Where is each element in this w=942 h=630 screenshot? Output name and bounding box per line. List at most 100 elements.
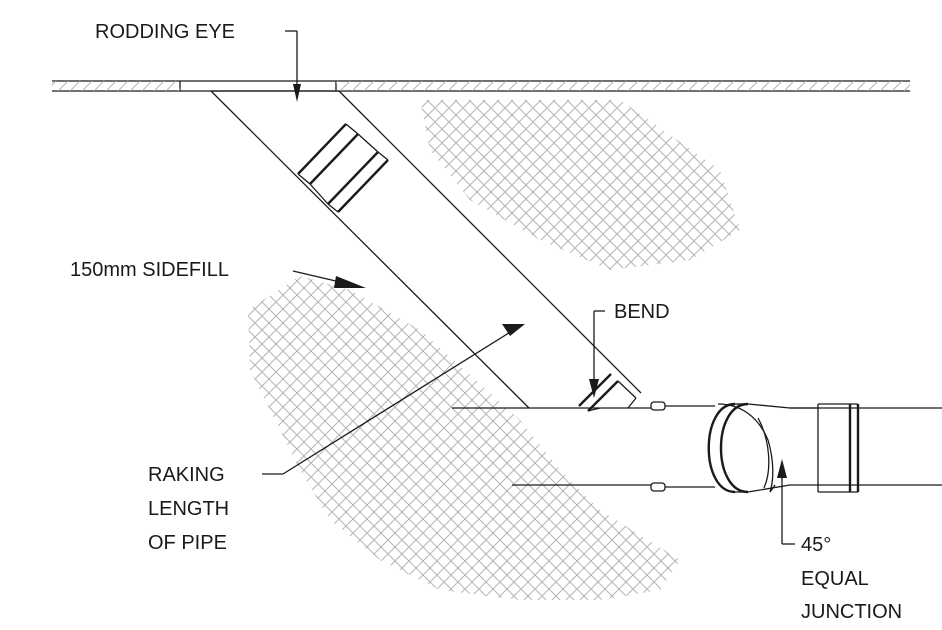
hatch-line bbox=[439, 276, 680, 600]
hatch-line bbox=[898, 95, 942, 275]
hatch-line bbox=[701, 100, 740, 270]
hatch-line bbox=[142, 95, 322, 275]
hatch-line bbox=[663, 81, 675, 91]
hatch-line bbox=[248, 276, 491, 600]
hatch-line bbox=[814, 95, 942, 275]
hatch-line bbox=[699, 81, 711, 91]
hatch-line bbox=[86, 95, 266, 275]
hatch-line bbox=[867, 81, 879, 91]
hatch-line bbox=[248, 276, 295, 600]
hatch-line bbox=[129, 81, 141, 91]
hatch-line bbox=[285, 276, 617, 600]
hatch-line bbox=[280, 81, 290, 91]
hatch-line bbox=[220, 81, 230, 91]
hatch-line bbox=[420, 100, 491, 270]
hatch-line bbox=[846, 270, 942, 600]
junction-leader bbox=[777, 459, 795, 545]
hatch-line bbox=[715, 100, 740, 270]
hatch-line bbox=[818, 270, 942, 600]
hatch-line bbox=[860, 270, 942, 600]
hatch-line bbox=[772, 95, 942, 275]
hatch-line bbox=[659, 100, 740, 270]
hatch-line bbox=[105, 81, 117, 91]
hatch-line bbox=[399, 81, 411, 91]
hatch-line bbox=[420, 100, 449, 270]
hatch-line bbox=[856, 95, 942, 275]
hatch-line bbox=[0, 95, 70, 275]
hatch-line bbox=[420, 100, 435, 270]
hatch-line bbox=[313, 276, 645, 600]
hatch-line bbox=[0, 95, 70, 275]
hatch-line bbox=[551, 276, 680, 600]
junction-spigot-clip bbox=[650, 401, 715, 492]
hatch-line bbox=[0, 95, 112, 275]
hatch-line bbox=[0, 95, 126, 275]
hatch-line bbox=[184, 95, 364, 275]
hatch-line bbox=[0, 95, 84, 275]
hatch-line bbox=[735, 81, 747, 91]
hatch-line bbox=[153, 81, 165, 91]
hatch-line bbox=[355, 276, 680, 600]
hatch-line bbox=[4, 81, 14, 91]
hatch-line bbox=[100, 95, 280, 275]
hatch-line bbox=[327, 276, 659, 600]
hatch-line bbox=[124, 81, 134, 91]
hatch-line bbox=[0, 270, 14, 600]
main-drain-pipe bbox=[452, 407, 942, 486]
hatch-line bbox=[316, 81, 326, 91]
hatch-line bbox=[842, 95, 942, 275]
hatch-line bbox=[52, 81, 57, 86]
hatch-line bbox=[831, 81, 843, 91]
hatch-line bbox=[0, 270, 140, 600]
hatch-line bbox=[435, 81, 447, 91]
hatch-line bbox=[420, 100, 477, 270]
hatch-line bbox=[177, 88, 180, 91]
hatch-line bbox=[57, 81, 69, 91]
junction-right-collar bbox=[790, 403, 860, 493]
hatch-line bbox=[100, 95, 280, 275]
bend-leader bbox=[589, 310, 605, 398]
hatch-line bbox=[34, 81, 44, 91]
hatch-line bbox=[537, 276, 680, 600]
hatch-line bbox=[0, 270, 28, 600]
hatch-line bbox=[16, 95, 196, 275]
hatch-line bbox=[248, 276, 351, 600]
hatch-line bbox=[30, 95, 210, 275]
hatch-line bbox=[533, 100, 715, 270]
hatch-line bbox=[744, 95, 924, 275]
hatch-line bbox=[519, 81, 531, 91]
raking-label-line1: RAKING bbox=[148, 464, 225, 486]
hatch-line bbox=[860, 270, 942, 600]
hatch-line bbox=[0, 270, 42, 600]
hatch-line bbox=[748, 270, 942, 600]
hatch-line bbox=[64, 81, 74, 91]
hatch-line bbox=[22, 81, 32, 91]
hatch-line bbox=[729, 100, 740, 270]
sidefill-hatch-right bbox=[0, 95, 942, 275]
hatch-line bbox=[555, 81, 567, 91]
hatch-line bbox=[447, 81, 459, 91]
hatch-line bbox=[304, 81, 314, 91]
hatch-line bbox=[208, 81, 218, 91]
hatch-line bbox=[627, 81, 639, 91]
raking-label-line2: LENGTH bbox=[148, 498, 229, 520]
hatch-line bbox=[0, 270, 70, 600]
raking-label-line3: OF PIPE bbox=[148, 532, 227, 554]
hatch-line bbox=[495, 81, 507, 91]
hatch-line bbox=[916, 270, 942, 600]
hatch-line bbox=[477, 100, 659, 270]
hatch-line bbox=[375, 81, 387, 91]
hatch-line bbox=[40, 81, 50, 91]
hatch-line bbox=[341, 276, 673, 600]
hatch-line bbox=[856, 95, 942, 275]
hatch-line bbox=[156, 95, 336, 275]
hatch-line bbox=[248, 276, 407, 600]
junction-label-line1: 45° bbox=[801, 534, 831, 556]
hatch-line bbox=[136, 81, 146, 91]
hatch-line bbox=[800, 95, 942, 275]
hatch-line bbox=[184, 95, 364, 275]
hatch-line bbox=[579, 81, 591, 91]
hatch-line bbox=[879, 81, 891, 91]
hatch-line bbox=[0, 95, 168, 275]
hatch-line bbox=[435, 100, 617, 270]
